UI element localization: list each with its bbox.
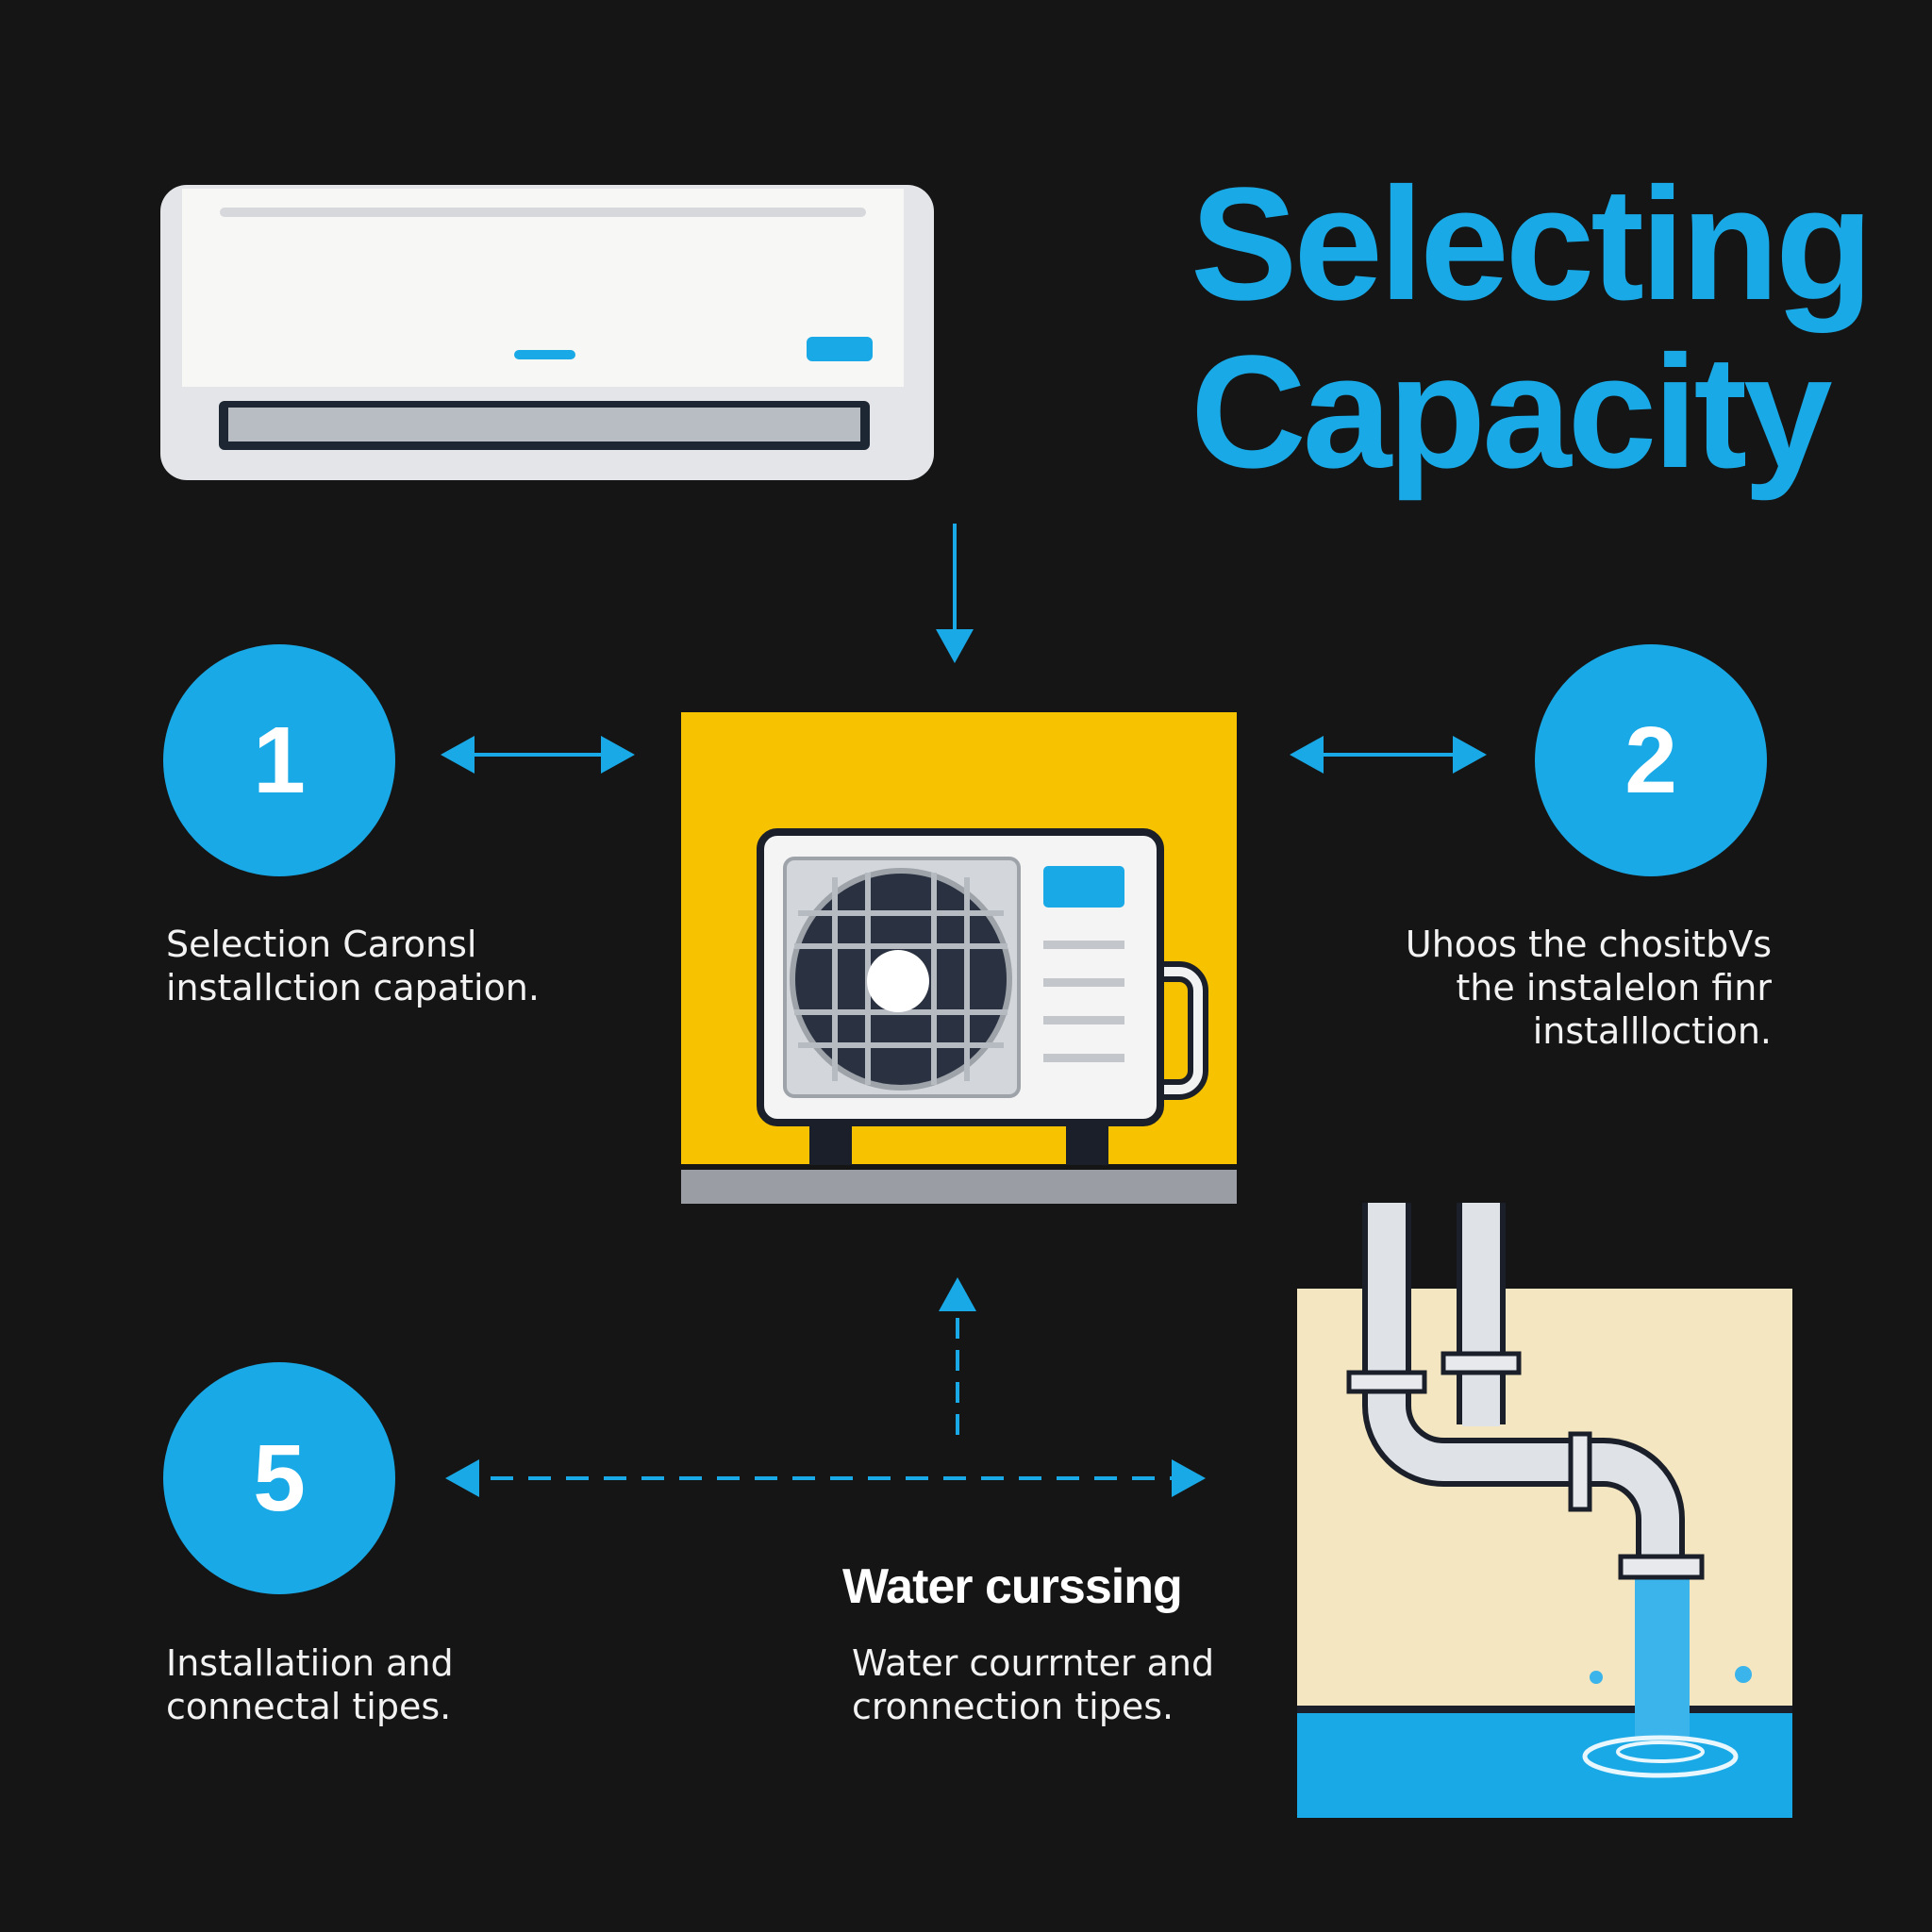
step-circle	[1535, 644, 1767, 876]
step-1-number: 1	[253, 708, 306, 813]
step-2-description: Uhoos the chositbVs the instalelon finr …	[1406, 923, 1772, 1053]
title-line-1: Selecting	[1191, 155, 1874, 334]
step-2-line-2: the instalelon finr	[1456, 967, 1772, 1008]
step-2-number: 2	[1624, 708, 1677, 813]
step-1-line-2: installction capation.	[166, 967, 540, 1008]
indoor-ac-unit-icon	[160, 185, 934, 480]
water-description: Water courrnter and cronnection tipes.	[852, 1641, 1214, 1728]
step-2-line-3: installloction.	[1532, 1010, 1772, 1052]
outdoor-ac-unit-icon	[681, 712, 1237, 1204]
step-circle	[163, 644, 395, 876]
step-1-line-1: Selection Caronsl	[166, 924, 477, 965]
step-5-line-1: Installatiion and	[166, 1642, 454, 1684]
title-line-2: Capacity	[1191, 323, 1833, 502]
water-heading: Water curssing	[842, 1559, 1183, 1614]
step-2-line-1: Uhoos the chositbVs	[1405, 924, 1772, 965]
water-pipe-icon	[1297, 1203, 1792, 1818]
water-line-1: Water courrnter and	[852, 1642, 1215, 1684]
step-5-description: Installatiion and connectal tipes.	[166, 1641, 454, 1728]
step-1-description: Selection Caronsl installction capation.	[166, 923, 540, 1009]
page-title: Selecting Capacity	[1191, 155, 1874, 502]
step-5-line-2: connectal tipes.	[166, 1686, 452, 1727]
water-line-2: cronnection tipes.	[852, 1686, 1174, 1727]
step-circle	[163, 1362, 395, 1594]
step-5-number: 5	[253, 1425, 306, 1531]
